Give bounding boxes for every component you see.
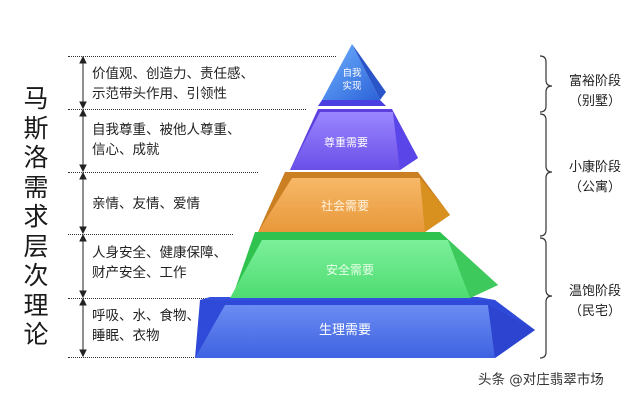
level-label-social: 社会需要 <box>321 198 369 213</box>
separator-line <box>68 109 306 110</box>
title-char: 洛 <box>23 143 49 172</box>
level-label-safety: 安全需要 <box>326 262 374 277</box>
separator-line <box>68 357 196 358</box>
level-description: 呼吸、水、食物、 睡眠、衣物 <box>92 308 200 344</box>
separator-line <box>68 172 258 173</box>
watermark: 头条 @对庄翡翠市场 <box>478 372 604 388</box>
arrow-ruler <box>79 55 87 358</box>
title-char: 理 <box>23 290 49 320</box>
level-label-self-actualization: 自我 <box>342 67 362 79</box>
title-char: 斯 <box>23 113 49 143</box>
stage-braces <box>539 55 553 359</box>
stage-label-moderate: 小康阶段 （公寓） <box>568 160 621 195</box>
level-label-physiological: 生理需要 <box>319 323 371 338</box>
level-description: 自我尊重、被他人尊重、 信心、成就 <box>92 122 241 158</box>
diagram-title: 马 斯 洛 需 求 层 次 理 论 <box>20 84 52 350</box>
separator-line <box>68 234 233 235</box>
stage-label-wealthy: 富裕阶段 （别墅） <box>568 74 621 109</box>
title-char: 马 <box>23 84 49 113</box>
separator-line <box>68 56 336 57</box>
level-description: 价值观、创造力、责任感、 示范带头作用、引领性 <box>92 66 254 102</box>
level-description: 亲情、友情、爱情 <box>92 196 200 212</box>
title-char: 论 <box>23 320 49 349</box>
title-char: 次 <box>23 261 49 290</box>
level-description: 人身安全、健康保障、 财产安全、工作 <box>92 245 227 281</box>
separator-line <box>68 298 218 299</box>
title-char: 求 <box>23 202 49 231</box>
level-label-esteem: 尊重需要 <box>324 135 368 149</box>
stage-label-subsistence: 温饱阶段 （民宅） <box>568 284 621 319</box>
level-label-self-actualization: 实现 <box>342 80 362 92</box>
title-char: 层 <box>23 231 49 261</box>
title-char: 需 <box>23 172 49 202</box>
